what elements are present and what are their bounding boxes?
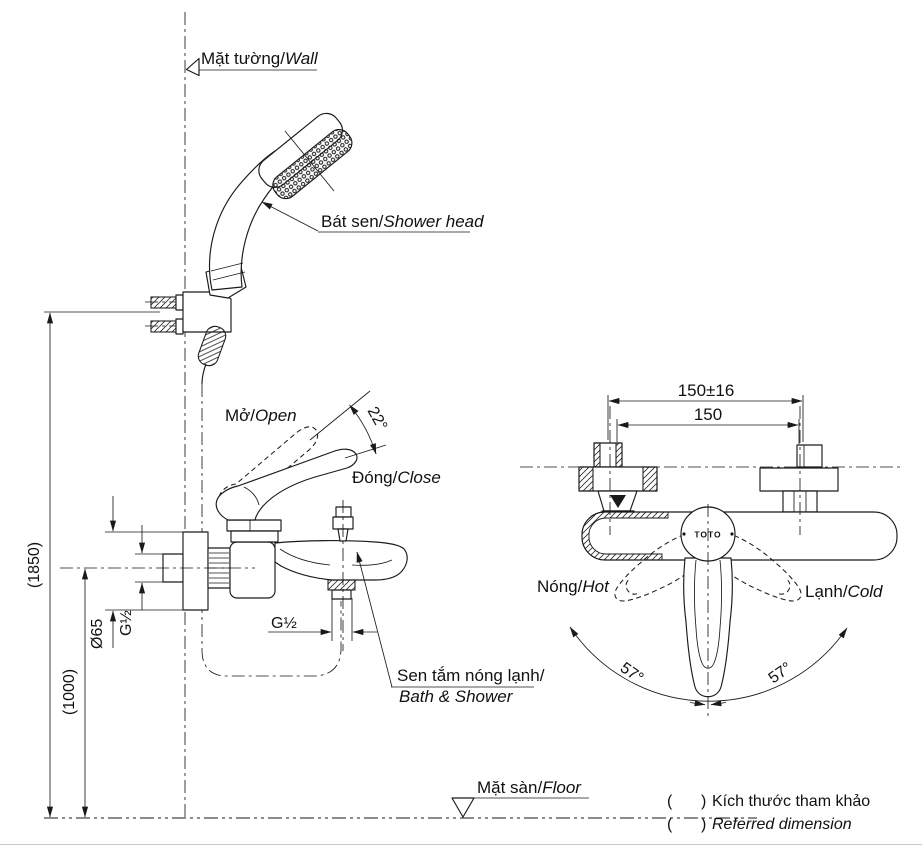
handle-rotated-right	[714, 533, 802, 602]
handle-dashed-inner	[778, 579, 791, 595]
escutcheon-plate	[182, 531, 209, 611]
legend-line-1: ()Kích thước tham khảo	[667, 793, 870, 810]
floor-label: Mặt sàn/Floor	[477, 778, 582, 797]
dim-g12-outlet: G½	[271, 615, 297, 632]
right-escutcheon	[759, 467, 839, 492]
right-hex-facets	[793, 491, 807, 512]
left-escutcheon-wall	[578, 466, 594, 492]
valve-cap-upper	[226, 519, 282, 532]
handle-dashed-outline	[714, 533, 802, 602]
handle-rotated-left	[614, 533, 702, 602]
spout	[274, 540, 408, 581]
mixer-label-en: Bath & Shower	[399, 687, 514, 706]
spout-outlet	[331, 589, 352, 600]
floor-group: Mặt sàn/Floor	[44, 778, 757, 819]
left-escutcheon-wall	[642, 466, 658, 492]
open-label: Mở/Open	[225, 406, 297, 425]
left-pipe-wall	[593, 442, 601, 468]
handle-neck-line	[243, 486, 260, 506]
wall-label-group: Mặt tường/Wall	[185, 49, 319, 77]
screw-anchor	[175, 294, 184, 311]
front-view: TOTO	[578, 406, 898, 719]
swing-right-value: 57°	[766, 659, 796, 687]
medallion-dot	[730, 532, 734, 536]
inlet-thread-dimension: G½	[118, 525, 163, 636]
shower-head-label-group: Bát sen/Shower head	[261, 201, 484, 233]
dim-1000: (1000)	[61, 669, 78, 715]
mixer-leader	[356, 551, 393, 688]
shower-head-axis-line	[284, 130, 335, 192]
wall-arrow-icon	[185, 57, 200, 77]
knurl-lines	[209, 552, 229, 584]
wand-grip-rings	[210, 262, 246, 281]
mixer-body-front	[581, 511, 898, 561]
lever-angle-group: 22° Mở/Open Đóng/Close	[225, 390, 441, 487]
right-connector	[759, 444, 839, 513]
ext-lines-o65	[105, 531, 183, 611]
dim-1850: (1850)	[26, 542, 43, 588]
spout-contours	[279, 548, 393, 566]
dim-150-16: 150±16	[678, 381, 735, 400]
angle-line-open	[309, 390, 371, 441]
body-section-hatch	[581, 511, 669, 561]
close-label: Đóng/Close	[352, 468, 441, 487]
handle-front-inner	[694, 559, 722, 669]
floor-datum-icon	[451, 797, 475, 818]
valve-cap-lower	[230, 530, 279, 543]
hot-label: Nóng/Hot	[537, 577, 610, 596]
left-pipe-wall	[615, 442, 623, 468]
swing-arc	[569, 626, 848, 702]
ext-lines-outlet	[331, 598, 353, 641]
handle-dashed-inner	[625, 579, 638, 595]
screw-anchor	[175, 318, 184, 335]
legend-line-2: ()Referred dimension	[667, 816, 852, 833]
hose-path-centerline	[201, 384, 342, 677]
outlet-thread-dimension: G½	[268, 598, 377, 641]
legend: ()Kích thước tham khảo ()Referred dimens…	[667, 793, 870, 833]
mixer-label-group: Sen tắm nóng lạnh/ Bath & Shower	[356, 551, 545, 706]
dim-o65: Ø65	[89, 619, 106, 649]
brand-logo: TOTO	[694, 530, 721, 540]
mixer-body	[229, 541, 276, 599]
left-seal	[610, 495, 626, 508]
spout-outlet-flange	[327, 579, 356, 591]
bracket-body	[182, 291, 232, 333]
right-square-nut	[796, 444, 823, 468]
swing-center-arrow-left	[689, 700, 706, 707]
wall-label: Mặt tường/Wall	[201, 49, 319, 68]
ext-lines-150	[616, 419, 800, 444]
ext-lines-g12	[135, 553, 163, 583]
swing-left-value: 57°	[617, 659, 647, 687]
left-connector	[578, 442, 658, 527]
shower-head-label: Bát sen/Shower head	[321, 212, 484, 231]
dim-150: 150	[694, 405, 722, 424]
shower-head-leader	[261, 201, 319, 232]
angle-arc	[349, 404, 377, 455]
hose-curve	[201, 363, 207, 385]
height-dimensions: (1850) (1000)	[26, 311, 160, 818]
pitch-dimensions: 150±16 150	[607, 381, 804, 444]
handle-dashed-outline	[614, 533, 702, 602]
medallion-dot	[682, 532, 686, 536]
diverter-knob-top	[335, 506, 352, 518]
cold-label: Lạnh/Cold	[805, 582, 883, 601]
swing-center-arrow-right	[710, 700, 727, 707]
mixer-side-view	[60, 426, 408, 651]
screw-icon	[150, 296, 179, 309]
lever-angle-value: 22°	[364, 404, 391, 433]
shower-hose	[197, 325, 342, 677]
dim-g12-inlet: G½	[118, 610, 135, 636]
mixer-label-vi: Sen tắm nóng lạnh/	[397, 666, 545, 685]
ext-lines-150-16	[607, 395, 804, 442]
screw-icon	[150, 320, 179, 333]
escutcheon-dimension: Ø65	[89, 496, 183, 649]
